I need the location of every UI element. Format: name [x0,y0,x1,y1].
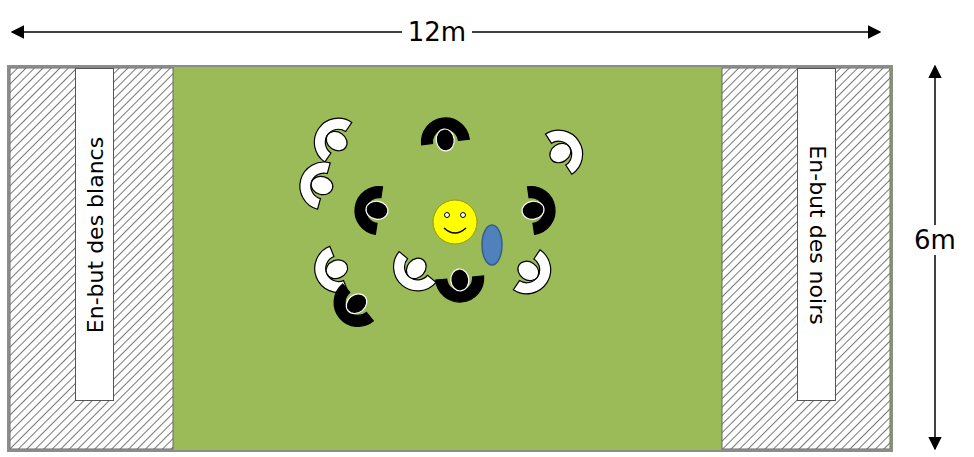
player [435,267,486,304]
player [419,115,471,153]
dimension-label: 6m [908,225,962,255]
in-goal-label: En-but des blancs [82,136,107,332]
player [352,183,392,235]
in-goal-box: En-but des noirs [797,68,836,401]
referee-smiley [433,200,477,244]
rugby-ball [482,225,502,265]
player [384,245,442,301]
left-in-goal [10,68,173,449]
pitch [8,66,892,451]
player [519,183,559,235]
height-arrow [934,66,936,449]
player [506,245,560,303]
right-in-goal [722,68,890,449]
players [294,109,592,336]
player [324,278,380,336]
player [538,121,592,179]
in-goal-label: En-but des noirs [804,145,829,324]
player [294,157,339,212]
dimension-label: 12m [402,17,472,47]
in-goal-box: En-but des blancs [75,68,114,401]
player [305,109,359,167]
